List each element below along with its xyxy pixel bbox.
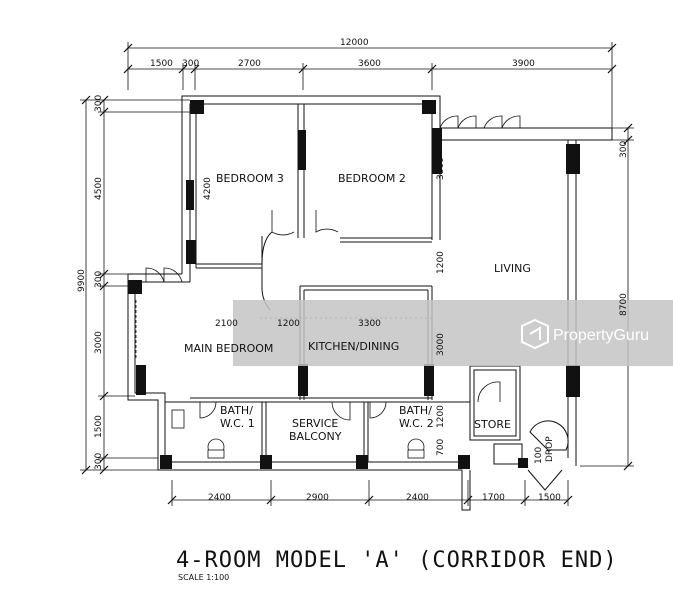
dim-top-total: 12000	[340, 38, 369, 48]
dim-top-2: 2700	[238, 59, 261, 69]
label-drop: DROP	[545, 436, 555, 462]
dim-right-1: 8700	[619, 293, 629, 316]
dim-inner-bedroom2: 3800	[436, 157, 446, 180]
dim-top-0: 1500	[150, 59, 173, 69]
dim-left-3: 3000	[94, 331, 104, 354]
dim-bottom-2: 2400	[406, 493, 429, 503]
watermark-banner	[233, 300, 673, 366]
label-living: LIVING	[494, 262, 531, 275]
label-main-bedroom: MAIN BEDROOM	[184, 342, 273, 355]
dim-inner-bath2: 1200	[436, 405, 446, 428]
label-bath-1b: W.C. 1	[220, 417, 255, 430]
label-bedroom-3: BEDROOM 3	[216, 172, 284, 185]
dim-inner-mainbed: 2100	[215, 319, 238, 329]
label-bath-1a: BATH/	[220, 404, 253, 417]
dim-inner-kitchen: 3300	[358, 319, 381, 329]
label-bath-2b: W.C. 2	[399, 417, 434, 430]
label-bedroom-2: BEDROOM 2	[338, 172, 406, 185]
dim-inner-bedroom3: 4200	[203, 177, 213, 200]
dim-left-2: 300	[94, 271, 104, 288]
dim-inner-kitchen-depth: 3000	[436, 333, 446, 356]
dim-inner-corridor: 1200	[436, 251, 446, 274]
room-labels: BEDROOM 3 BEDROOM 2 LIVING MAIN BEDROOM …	[184, 172, 555, 462]
plan-scale: SCALE 1:100	[178, 573, 229, 582]
plan-title: 4-ROOM MODEL 'A' (CORRIDOR END)	[176, 548, 618, 573]
dim-bottom-0: 2400	[208, 493, 231, 503]
label-bath-2a: BATH/	[399, 404, 432, 417]
dim-bottom-1: 2900	[306, 493, 329, 503]
dim-top-4: 3900	[512, 59, 535, 69]
dim-left-total: 9900	[77, 269, 87, 292]
dim-left-5: 300	[94, 453, 104, 470]
dim-top-3: 3600	[358, 59, 381, 69]
watermark-text: PropertyGuru	[553, 327, 649, 344]
label-store: STORE	[474, 418, 511, 431]
dim-inner-passage: 1200	[277, 319, 300, 329]
dim-left-4: 1500	[94, 415, 104, 438]
propertyguru-logo-icon	[521, 318, 549, 350]
dimension-labels: 12000 1500 300 2700 3600 3900 9900 300 4…	[77, 38, 629, 503]
structural-columns	[128, 100, 580, 469]
label-service-a: SERVICE	[292, 417, 338, 430]
dimension-ticks	[81, 43, 633, 505]
dim-bottom-4: 1500	[538, 493, 561, 503]
label-kitchen-dining: KITCHEN/DINING	[308, 340, 399, 353]
dim-bottom-3: 1700	[482, 493, 505, 503]
door-swings	[135, 115, 521, 421]
dim-left-0: 300	[94, 95, 104, 112]
label-service-b: BALCONY	[289, 430, 342, 443]
dim-inner-wall: 700	[436, 439, 446, 456]
dim-inner-chute: 100	[534, 447, 544, 464]
dim-top-1: 300	[182, 59, 199, 69]
bath-fixtures	[171, 409, 425, 459]
dim-right-0: 300	[619, 141, 629, 158]
dim-left-1: 4500	[94, 177, 104, 200]
